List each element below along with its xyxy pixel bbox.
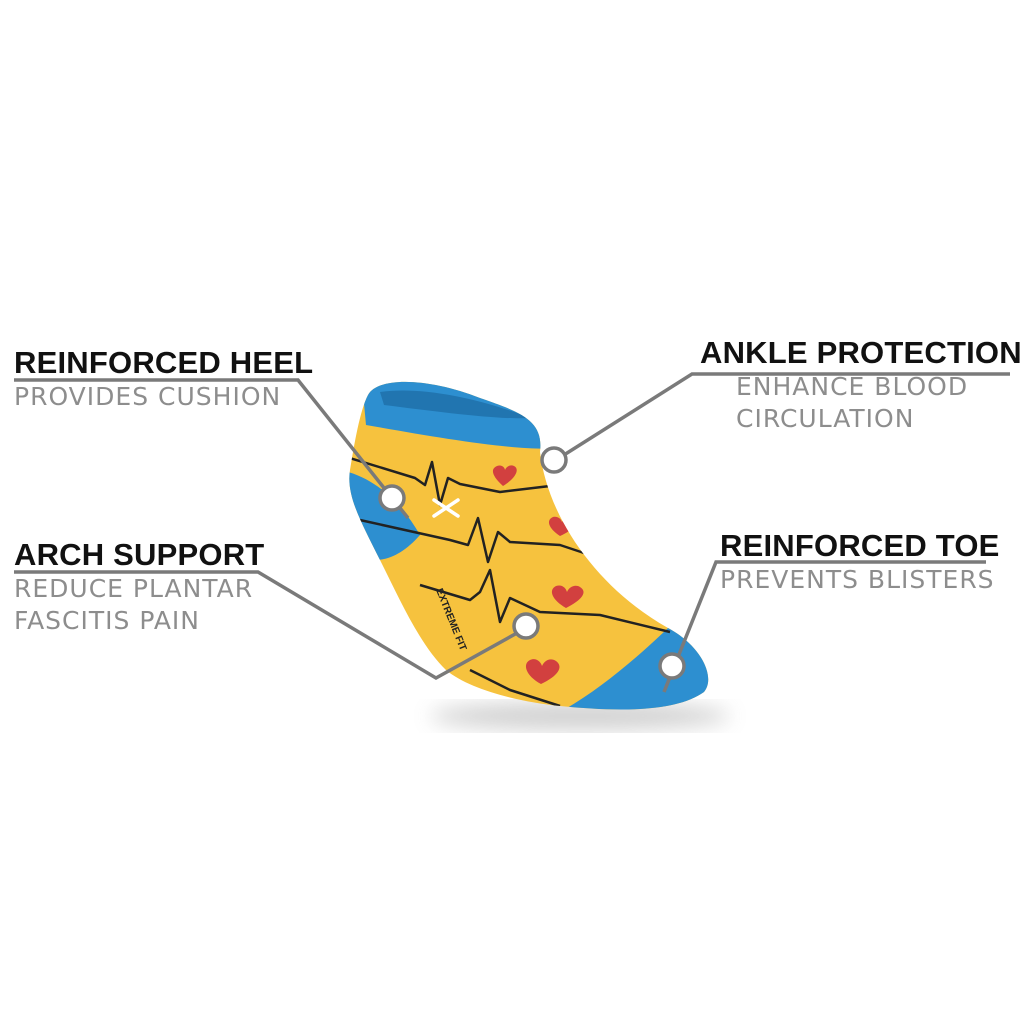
leader-arch bbox=[14, 570, 527, 681]
callout-ankle-protection: ANKLE PROTECTION ENHANCE BLOOD CIRCULATI… bbox=[700, 335, 1022, 435]
sock-shadow bbox=[430, 702, 730, 730]
callout-title: REINFORCED HEEL bbox=[14, 345, 314, 380]
callout-reinforced-heel: REINFORCED HEEL PROVIDES CUSHION bbox=[14, 345, 313, 413]
leader-lines bbox=[14, 372, 1010, 693]
ankle-dot bbox=[540, 446, 568, 474]
sock-heel bbox=[349, 470, 420, 560]
callout-desc: PREVENTS BLISTERS bbox=[720, 565, 995, 594]
heel-dot bbox=[378, 484, 406, 512]
callout-title: ARCH SUPPORT bbox=[14, 537, 265, 572]
callout-desc: FASCITIS PAIN bbox=[14, 606, 200, 635]
heart-icon bbox=[551, 585, 584, 608]
callout-title: ANKLE PROTECTION bbox=[700, 335, 1022, 370]
callout-desc: CIRCULATION bbox=[736, 404, 915, 433]
leader-ankle bbox=[555, 372, 1010, 462]
callout-desc: REDUCE PLANTAR bbox=[14, 574, 254, 603]
callout-dots bbox=[378, 446, 686, 680]
callout-title: REINFORCED TOE bbox=[720, 528, 1000, 563]
callout-desc: ENHANCE BLOOD bbox=[736, 372, 969, 401]
sock-cuff-inner bbox=[380, 390, 530, 419]
toe-dot bbox=[658, 652, 686, 680]
heart-icon bbox=[525, 659, 560, 684]
brand-x-icon bbox=[432, 498, 460, 518]
arch-dot bbox=[512, 612, 540, 640]
callout-desc: PROVIDES CUSHION bbox=[14, 382, 282, 411]
callout-arch-support: ARCH SUPPORT REDUCE PLANTAR FASCITIS PAI… bbox=[14, 537, 264, 637]
heart-icon bbox=[492, 465, 517, 486]
leader-heel bbox=[14, 378, 410, 520]
leader-toe bbox=[662, 560, 986, 693]
callout-reinforced-toe: REINFORCED TOE PREVENTS BLISTERS bbox=[720, 528, 1000, 596]
